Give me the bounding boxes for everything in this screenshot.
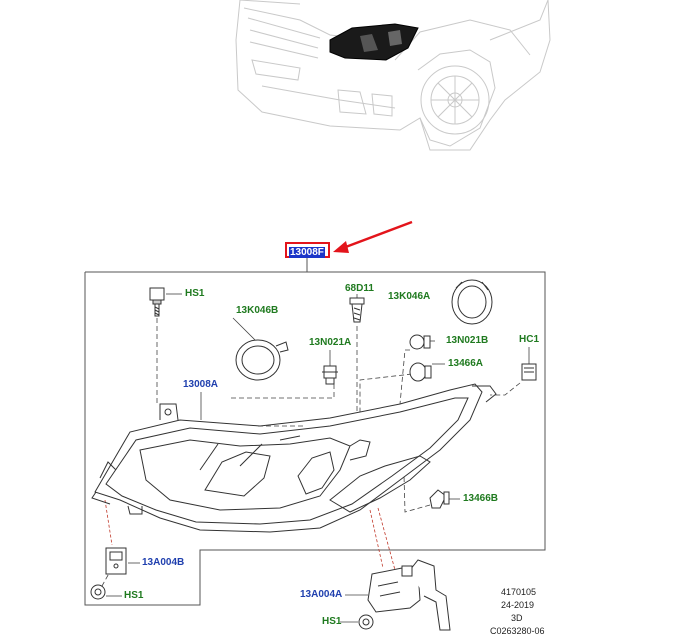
part-label-13a004a[interactable]: 13A004A	[300, 589, 343, 600]
part-label-13a004b[interactable]: 13A004B	[142, 557, 185, 568]
bulb-13n021b	[409, 334, 431, 350]
part-label-13008a[interactable]: 13008A	[183, 379, 219, 390]
connector-hc1	[521, 363, 537, 381]
footnote-line-3: 3D	[511, 613, 523, 623]
bulb-13466a	[409, 362, 432, 382]
screw-hs1-left	[90, 584, 106, 600]
bracket-13a004b	[105, 547, 127, 575]
part-label-13n021b[interactable]: 13N021B	[446, 335, 489, 346]
part-label-13n021a[interactable]: 13N021A	[309, 337, 352, 348]
footnote-line-2: 24-2019	[501, 600, 535, 610]
screw-hs1-bottom	[358, 614, 374, 630]
part-label-13008f[interactable]: 13008F	[289, 247, 325, 258]
assembly-frame	[84, 258, 546, 606]
part-label-hc1[interactable]: HC1	[519, 334, 540, 345]
part-label-68d11[interactable]: 68D11	[345, 283, 374, 294]
screw-hs1-top	[149, 287, 165, 317]
footnote-line-4: C0263280-06	[490, 626, 545, 636]
part-label-13466a[interactable]: 13466A	[448, 358, 484, 369]
cap-13k046b	[235, 339, 289, 381]
part-label-hs1-top[interactable]: HS1	[185, 288, 205, 299]
footnote-line-1: 4170105	[501, 587, 537, 597]
bulb-13n021a	[322, 365, 338, 385]
part-label-13k046b[interactable]: 13K046B	[236, 305, 279, 316]
cap-13k046a	[451, 279, 493, 325]
bracket-13a004a	[367, 559, 451, 631]
part-label-13k046a[interactable]: 13K046A	[388, 291, 431, 302]
headlamp-assembly	[91, 383, 497, 533]
vehicle-outline	[235, 0, 551, 151]
part-label-hs1-left[interactable]: HS1	[124, 590, 144, 601]
part-label-13466b[interactable]: 13466B	[463, 493, 499, 504]
bulb-13466b	[429, 489, 450, 509]
pointer-arrow	[333, 220, 413, 253]
clip-68d11	[349, 297, 365, 323]
part-label-hs1-bottom[interactable]: HS1	[322, 616, 342, 627]
